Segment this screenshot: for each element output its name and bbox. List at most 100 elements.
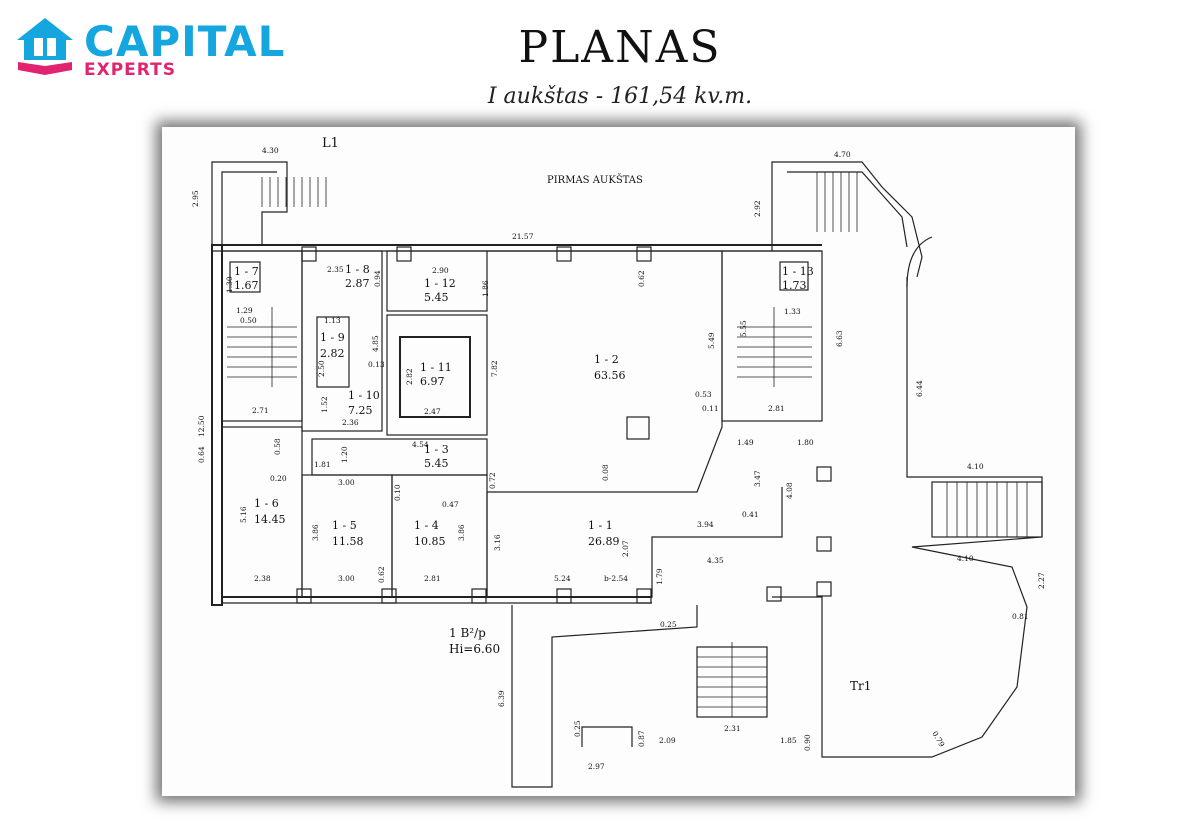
dimension-label: 1.30: [225, 276, 234, 293]
room-id: 1 - 3: [424, 443, 449, 456]
dimension-label: 4.54: [412, 440, 429, 449]
dimension-label: 5.55: [739, 320, 748, 337]
dimension-label: 0.62: [377, 566, 386, 583]
room-1-4: 1 - 4 10.85: [414, 519, 446, 548]
dimension-label: 4.10: [967, 462, 984, 471]
dimension-label: 2.47: [424, 407, 441, 416]
dimension-label: 1.80: [797, 438, 814, 447]
dimension-label: 5.16: [239, 506, 248, 523]
dimension-label: 0.58: [273, 438, 282, 455]
dimension-label: 3.16: [493, 534, 502, 551]
dimension-label: 0.08: [601, 464, 610, 481]
dimension-label: 0.79: [930, 730, 946, 749]
dimension-label: 2.81: [424, 574, 441, 583]
dimension-label: 4.70: [834, 150, 851, 159]
dimension-label: 0.50: [240, 316, 257, 325]
dimension-label: 0.90: [803, 734, 812, 751]
dimension-label: 3.86: [457, 524, 466, 541]
dimension-label: 2.97: [588, 762, 605, 771]
room-1-7: 1 - 7 1.67: [234, 265, 259, 292]
dimension-label: 2.38: [254, 574, 271, 583]
room-area: 26.89: [588, 535, 620, 548]
room-area: 1.73: [782, 279, 807, 292]
room-area: 6.97: [420, 375, 445, 388]
plan-building-label: 1 B²/p: [449, 626, 486, 640]
dimension-label: 4.30: [262, 146, 279, 155]
room-id: 1 - 7: [234, 265, 259, 278]
room-1-9: 1 - 9 2.82: [320, 331, 345, 360]
room-area: 5.45: [424, 291, 449, 304]
dimension-label: 1.86: [481, 280, 490, 297]
dimension-label: 4.35: [707, 556, 724, 565]
dimension-label: 1.49: [737, 438, 754, 447]
dimension-label: 3.94: [697, 520, 714, 529]
dimension-label: 0.87: [637, 730, 646, 747]
dimension-label: 1.29: [236, 306, 253, 315]
dimension-label: 2.71: [252, 406, 269, 415]
dimension-label: 1.13: [324, 316, 341, 325]
capital-experts-logo: CAPITAL EXPERTS: [14, 14, 286, 80]
dimension-label: 1.85: [780, 736, 797, 745]
dimension-label: 3.47: [753, 470, 762, 487]
room-area: 2.82: [320, 347, 345, 360]
dimension-label: 4.08: [785, 482, 794, 499]
page-title: PLANAS: [518, 22, 722, 73]
room-1-3: 1 - 3 5.45: [424, 443, 449, 470]
dimension-label: 0.41: [742, 510, 759, 519]
dimension-label: 2.95: [191, 190, 200, 207]
dimension-label: 1.81: [314, 460, 331, 469]
dimension-label: 0.72: [488, 472, 497, 489]
dimension-label: 2.36: [342, 418, 359, 427]
dimension-label: 2.82: [405, 368, 414, 385]
room-1-11: 1 - 11 6.97: [420, 361, 452, 388]
dimension-label: 0.64: [197, 446, 206, 463]
dimension-label: 0.47: [442, 500, 459, 509]
dimension-label: 0.25: [660, 620, 677, 629]
house-book-icon: [17, 18, 73, 75]
dimension-label: 2.50: [317, 360, 326, 377]
dimension-label: 0.94: [373, 270, 382, 287]
dimension-label: 2.81: [768, 404, 785, 413]
plan-floor-label: PIRMAS AUKŠTAS: [547, 174, 643, 186]
room-id: 1 - 1: [588, 519, 613, 532]
plan-stair-label: L1: [322, 136, 339, 151]
dimension-label: 0.20: [270, 474, 287, 483]
dimension-label: 1.52: [320, 396, 329, 413]
dimension-label: 4.85: [371, 335, 380, 352]
dimension-label: 6.63: [835, 330, 844, 347]
dimension-label: 2.07: [621, 540, 630, 557]
dimension-label: 0.62: [637, 270, 646, 287]
dimension-label: 1.79: [655, 568, 664, 585]
dimension-label: 21.57: [512, 232, 534, 241]
room-area: 2.87: [345, 277, 370, 290]
plan-terrace-label: Tr1: [850, 679, 871, 693]
brand-name: CAPITAL: [84, 17, 286, 66]
dimension-label: 2.09: [659, 736, 676, 745]
floor-plan: L1 PIRMAS AUKŠTAS Tr1 1 B²/p Hi=6.60 1 -…: [162, 127, 1075, 796]
dimension-label: 4.10: [957, 554, 974, 563]
room-id: 1 - 5: [332, 519, 357, 532]
dimension-label: 5.49: [707, 332, 716, 349]
dimension-label: 5.24: [554, 574, 571, 583]
dimension-label: 0.81: [1012, 612, 1029, 621]
dimension-label: 3.00: [338, 574, 355, 583]
room-area: 14.45: [254, 513, 286, 526]
room-id: 1 - 4: [414, 519, 439, 532]
room-area: 10.85: [414, 535, 446, 548]
room-id: 1 - 11: [420, 361, 452, 374]
room-area: 63.56: [594, 369, 626, 382]
dimension-label: 1.33: [784, 307, 801, 316]
room-area: 1.67: [234, 279, 259, 292]
dimension-label: 2.35: [327, 265, 344, 274]
room-1-5: 1 - 5 11.58: [332, 519, 364, 548]
room-1-2: 1 - 2 63.56: [594, 353, 626, 382]
room-area: 7.25: [348, 404, 373, 417]
room-id: 1 - 6: [254, 497, 279, 510]
floor-plan-drawing: L1 PIRMAS AUKŠTAS Tr1 1 B²/p Hi=6.60 1 -…: [191, 136, 1046, 788]
room-id: 1 - 13: [782, 265, 814, 278]
dimension-label: 3.86: [311, 524, 320, 541]
room-id: 1 - 10: [348, 389, 380, 402]
room-1-10: 1 - 10 7.25: [348, 389, 380, 417]
dimension-label: 0.10: [393, 484, 402, 501]
dimension-label: 6.39: [497, 690, 506, 707]
